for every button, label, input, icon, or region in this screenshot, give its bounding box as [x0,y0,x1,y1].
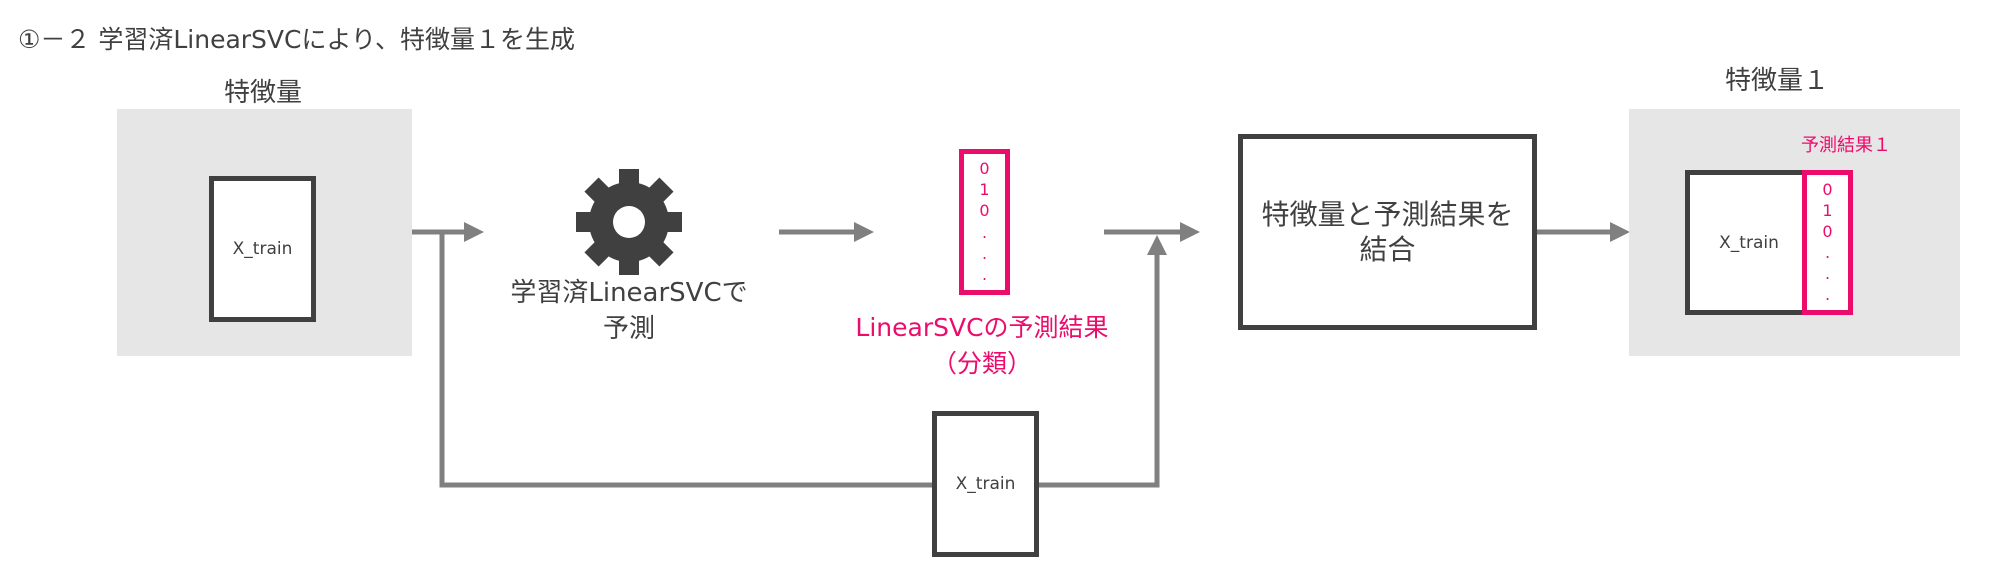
page-title: ①－２ 学習済LinearSVCにより、特徴量１を生成 [18,25,575,54]
prediction1-value: 1 [1822,200,1833,220]
prediction1-value: 0 [1822,221,1833,241]
features-label: 特徴量 [223,78,302,108]
prediction-value: 0 [979,158,990,178]
x-train-result-label: X_train [1719,232,1779,253]
prediction-vector: 0 1 0 . . . [959,149,1010,295]
combine-label-line1: 特徴量と予測結果を [1261,198,1514,231]
prediction-label-line2: （分類） [931,349,1032,378]
prediction1-vector: 0 1 0 . . . [1802,170,1853,315]
prediction1-value: . [1824,264,1831,284]
prediction-value: . [981,265,988,285]
prediction-value: . [981,222,988,242]
x-train-result-box: X_train [1685,170,1808,315]
x-train-bypass-label: X_train [955,474,1016,494]
prediction-value: 1 [979,179,990,199]
model-label: 学習済LinearSVCで 予測 [479,275,779,347]
combine-step-box: 特徴量と予測結果を 結合 [1238,134,1537,330]
x-train-label: X_train [232,239,293,259]
x-train-bypass-box: X_train [932,411,1039,557]
prediction1-value: . [1824,243,1831,263]
prediction1-label: 予測結果１ [1801,135,1891,156]
x-train-box: X_train [209,176,316,322]
gear-icon [576,169,682,275]
prediction-label-line1: LinearSVCの予測結果 [855,313,1109,342]
combine-label-line2: 結合 [1359,233,1416,266]
prediction-value: . [981,243,988,263]
bypass-line-out [1038,235,1167,488]
bypass-line-in [439,232,934,488]
model-label-line2: 予測 [602,314,655,344]
feature1-label: 特徴量１ [1724,66,1829,96]
prediction1-value: 0 [1822,179,1833,199]
prediction-label: LinearSVCの予測結果 （分類） [832,310,1132,382]
prediction1-value: . [1824,285,1831,305]
model-label-line1: 学習済LinearSVCで [510,278,748,308]
prediction-value: 0 [979,201,990,221]
